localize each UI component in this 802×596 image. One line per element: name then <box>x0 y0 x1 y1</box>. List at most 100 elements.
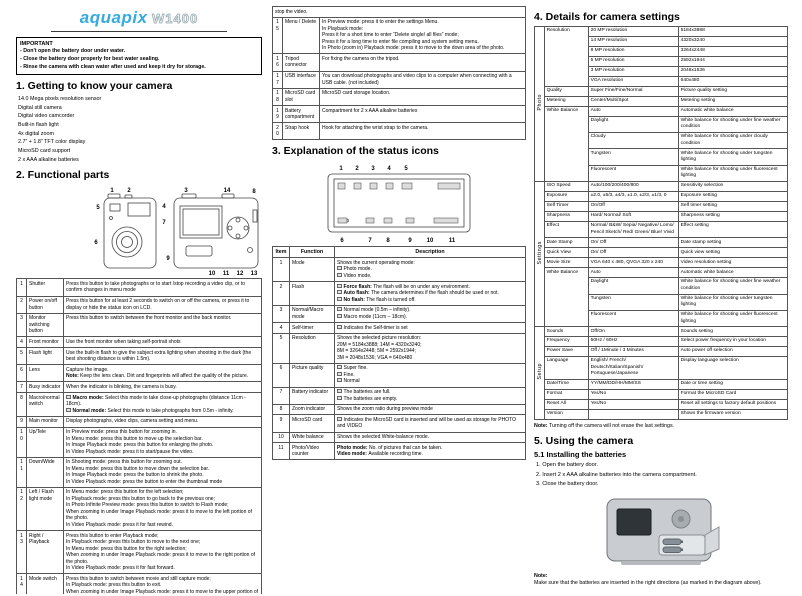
feature-item: 14.0 Mega pixels resolution sensor <box>18 96 102 103</box>
self-timer-icon <box>385 183 394 190</box>
part-description: In Menu mode: press this button for the … <box>63 486 262 532</box>
setting-description: White balance for shooting under tungste… <box>678 148 788 166</box>
setting-value: Off / 1Minute / 3 Minutes <box>588 346 679 358</box>
callout-number: 5 <box>96 205 100 211</box>
setting-name: Date/Time <box>544 378 589 390</box>
part-description: Use the built-in flash to give the subje… <box>63 347 262 366</box>
setting-description: Video resolution setting <box>678 257 788 269</box>
callout-number: 14 <box>224 188 231 194</box>
mode-icon <box>337 183 346 190</box>
model-logo: W1400 <box>152 11 199 27</box>
setting-name: Metering <box>544 95 589 107</box>
camera-front-drawing <box>103 193 157 269</box>
main-monitor-drawing <box>179 205 223 239</box>
macro-icon <box>66 394 71 399</box>
battery-step: 1. Open the battery door. <box>536 462 598 469</box>
setting-value: On/ Off <box>588 237 679 249</box>
important-title: IMPORTANT <box>20 41 53 47</box>
part-description: You can download photographs and video c… <box>319 70 526 89</box>
battery-1 <box>662 538 682 545</box>
status-description: Indicates the Self-timer is set <box>334 321 526 334</box>
callout-number: 11 <box>449 238 456 244</box>
part-number: 5 <box>16 347 27 366</box>
part-name: Left / Flash light mode <box>26 486 64 532</box>
status-item: 6 <box>272 362 290 388</box>
important-line: - Rinse the camera with clean water afte… <box>20 64 206 71</box>
setting-value: 14 MP resolution <box>588 35 679 47</box>
status-description: Super fine.Fine.Normal <box>334 362 526 388</box>
part-number: 2 <box>16 295 27 314</box>
battery-installation-photo <box>606 498 720 565</box>
setting-value: On/ Off <box>588 247 679 259</box>
setting-description: Sharpness setting <box>678 211 788 222</box>
callout-number: 7 <box>368 238 372 244</box>
setting-description: Effect setting <box>678 220 788 239</box>
setting-value: Yes/No <box>588 388 679 400</box>
status-item: 3 <box>272 304 290 323</box>
part-description: In Shooting mode: press this button for … <box>63 456 262 488</box>
section5-title: 5. Using the camera <box>534 435 634 448</box>
macro-icon <box>369 183 378 190</box>
setting-value: Tungsten <box>588 148 679 166</box>
part-number: 3 <box>16 312 27 338</box>
setting-value: Daylight <box>588 115 679 134</box>
part-number: 8 <box>16 392 27 417</box>
setting-value: Fluorescent <box>588 309 679 328</box>
setting-value: VGA resolution <box>588 75 679 87</box>
part-name: MicroSD card slot <box>282 87 320 106</box>
setting-value: On/Off <box>588 201 679 212</box>
landscape-icon <box>66 407 71 412</box>
settings-note-text: Turning off the camera will not erase th… <box>548 422 675 429</box>
video-mode-icon <box>337 272 342 277</box>
callout-number: 9 <box>408 238 412 244</box>
setting-name: Exposure <box>544 191 589 203</box>
status-item: 5 <box>272 332 290 364</box>
four-way-pad-drawing <box>226 216 250 240</box>
part-number: 13 <box>16 530 27 575</box>
callout-number: 10 <box>209 271 216 276</box>
setting-name: Sharpness <box>544 211 589 222</box>
setting-description: White balance for shooting under fine we… <box>678 115 788 134</box>
part-name: Down/Wide <box>26 456 64 488</box>
setting-description: Sensitivity selection <box>678 181 788 193</box>
part-name: Lens <box>26 364 64 383</box>
callout-number: 8 <box>252 189 256 195</box>
setting-value: 5 MP resolution <box>588 55 679 67</box>
setting-value: 20 MP resolution <box>588 26 679 37</box>
part-description: In Preview mode: press this button for z… <box>63 426 262 458</box>
status-description: The batteries are full.The batteries are… <box>334 386 526 405</box>
settings-note-label: Note: <box>534 422 548 429</box>
part-description: Press this button to switch between movi… <box>63 573 262 594</box>
part-description: Macro mode: Select this mode to take clo… <box>63 392 262 417</box>
setting-description: Automatic white balance <box>678 267 788 279</box>
callout-number: 4 <box>162 204 166 210</box>
battery-steps: 1. Open the battery door.2. Insert 2 x A… <box>536 461 788 490</box>
part-description: For fixing the camera on the tripod. <box>319 53 526 72</box>
setting-description: Quick view setting <box>678 247 788 259</box>
setting-description: 3264x2448 <box>678 45 788 57</box>
part-number: 19 <box>272 104 283 124</box>
flash-auto-icon <box>337 290 342 295</box>
setting-value: 3 MP resolution <box>588 65 679 77</box>
zoom-icon <box>365 218 375 224</box>
counter-icon <box>433 218 459 224</box>
